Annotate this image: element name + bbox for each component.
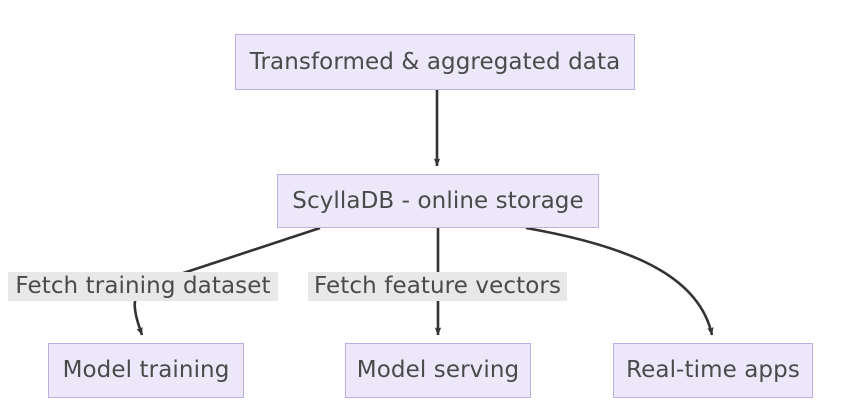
node-label: Model training xyxy=(62,357,230,383)
node-model-training[interactable]: Model training xyxy=(48,343,244,398)
node-label: Transformed & aggregated data xyxy=(249,48,621,75)
node-label: Model serving xyxy=(356,357,520,383)
node-transformed-aggregated-data[interactable]: Transformed & aggregated data xyxy=(235,34,635,90)
node-model-serving[interactable]: Model serving xyxy=(345,343,531,398)
edge-label-text: Fetch feature vectors xyxy=(313,273,562,299)
node-scylladb-online-storage[interactable]: ScyllaDB - online storage xyxy=(277,174,599,228)
node-label: ScyllaDB - online storage xyxy=(292,187,584,214)
node-label: Real-time apps xyxy=(626,357,800,383)
edge-label-text: Fetch training dataset xyxy=(15,273,271,299)
edge-label-fetch-training-dataset: Fetch training dataset xyxy=(8,272,278,301)
node-real-time-apps[interactable]: Real-time apps xyxy=(613,343,813,398)
edge-label-fetch-feature-vectors: Fetch feature vectors xyxy=(308,272,567,301)
